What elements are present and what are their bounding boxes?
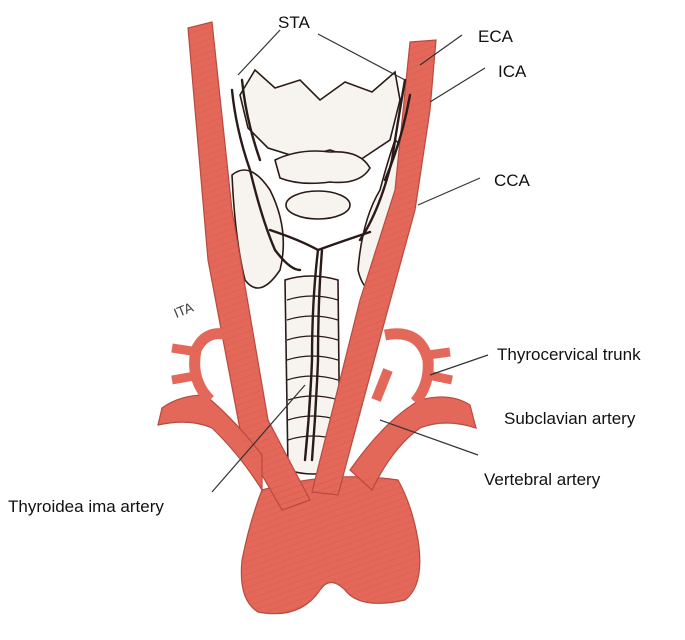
right-thyrocervical-loop (383, 328, 434, 406)
thyroid-cartilage (239, 68, 401, 161)
right-branch-stubs (427, 347, 453, 385)
label-thyrocervical-trunk: Thyrocervical trunk (497, 345, 641, 364)
cricoid-cartilage (274, 150, 371, 185)
left-subclavian-artery (157, 394, 263, 493)
left-branch-stubs (171, 343, 201, 385)
label-sta: STA (278, 13, 310, 32)
small-vessels (230, 78, 412, 462)
leader-lines (211, 29, 489, 493)
label-thyroidea-ima-artery: Thyroidea ima artery (8, 497, 164, 516)
right-subclavian-artery (349, 396, 477, 491)
label-subclavian-artery: Subclavian artery (504, 409, 636, 428)
label-eca: ECA (478, 27, 513, 46)
artery-shading (188, 22, 436, 614)
label-vertebral-artery: Vertebral artery (484, 470, 601, 489)
label-ica: ICA (498, 62, 527, 81)
label-cca: CCA (494, 171, 530, 190)
vertebral-artery-stub (371, 368, 393, 402)
